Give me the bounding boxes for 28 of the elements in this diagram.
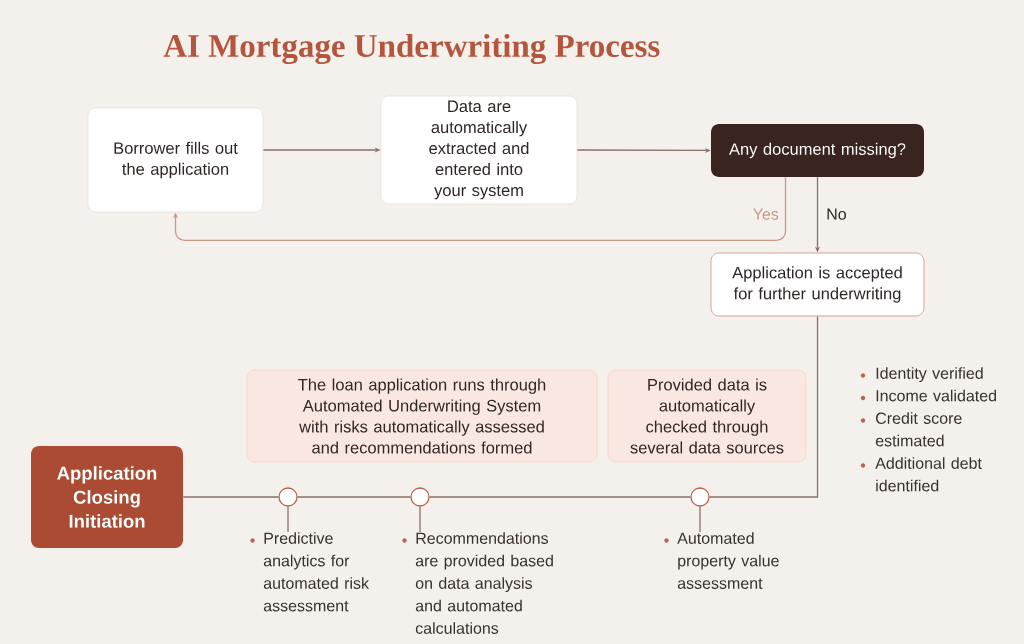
process-box: Data are automatically extracted and entered into your system bbox=[380, 95, 578, 205]
connector-line bbox=[297, 496, 411, 498]
bullet-text: Predictive analytics for automated risk assessment bbox=[263, 532, 370, 612]
leader-line bbox=[419, 506, 421, 533]
bullet-text: Income validated bbox=[876, 389, 996, 402]
connector-line bbox=[709, 315, 819, 498]
info-box: The loan application runs through Automated Underwriting System with risks automatically assessed and recommendations formed bbox=[246, 369, 598, 463]
timeline-circle bbox=[410, 487, 430, 507]
process-box: Borrower fills out the application bbox=[87, 107, 264, 213]
edge-label: Yes bbox=[751, 207, 781, 222]
decision-box: Any document missing? bbox=[711, 124, 924, 177]
connector-line bbox=[182, 496, 279, 498]
title: AI Mortgage Underwriting Process bbox=[163, 33, 660, 65]
process-box: Application is accepted for further underwriting bbox=[710, 252, 925, 317]
edge-label: No bbox=[824, 207, 849, 222]
arrow bbox=[172, 176, 787, 242]
leader-line bbox=[699, 506, 701, 533]
bullet-text: Additional debt identified bbox=[875, 457, 982, 492]
connector-line bbox=[429, 496, 691, 498]
bullet-text: Identity verified bbox=[876, 367, 983, 383]
leader-line bbox=[287, 506, 289, 533]
bullet-text: Automated property value assessment bbox=[677, 532, 779, 589]
bullet-text: Recommendations are provided based on data analysis and automated calculations bbox=[415, 532, 553, 634]
timeline-circle bbox=[278, 487, 298, 507]
bullet-text: Credit score estimated bbox=[875, 412, 962, 447]
info-box: Provided data is automatically checked through several data sources bbox=[607, 369, 807, 463]
timeline-circle bbox=[690, 487, 710, 507]
stage-box: Application Closing Initiation bbox=[31, 446, 183, 548]
